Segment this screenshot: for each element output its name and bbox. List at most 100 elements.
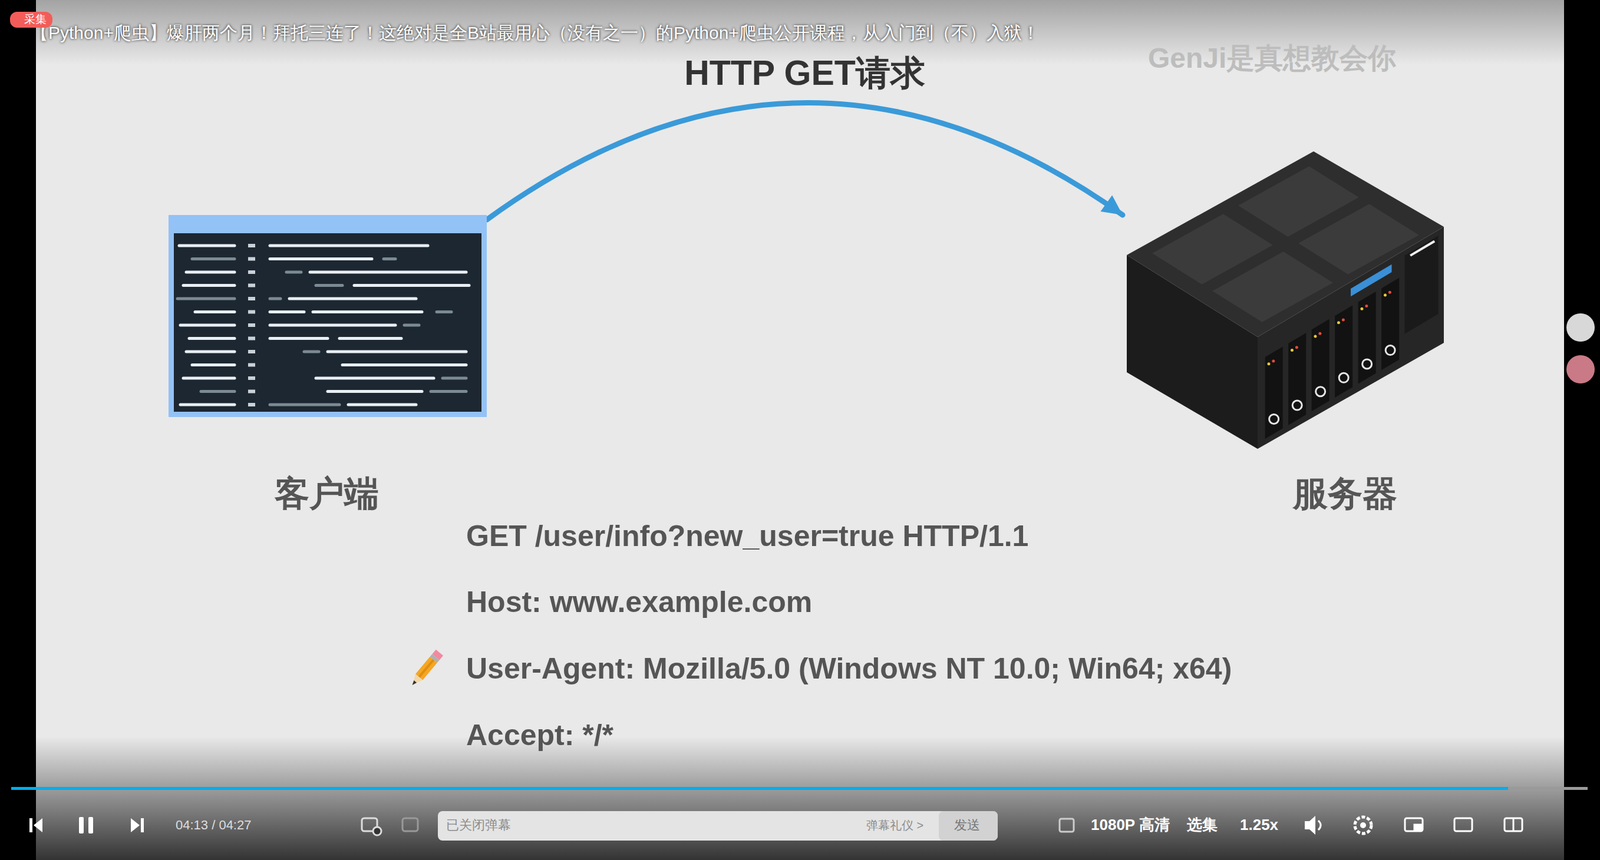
top-panel bbox=[1212, 251, 1334, 323]
code-line bbox=[269, 403, 340, 407]
code-line bbox=[183, 377, 235, 381]
drive-led bbox=[1295, 345, 1299, 349]
server-side bbox=[1126, 255, 1258, 450]
code-line bbox=[269, 310, 305, 314]
code-line bbox=[327, 350, 467, 354]
client-node: 客户端 bbox=[168, 215, 487, 522]
code-line bbox=[189, 337, 235, 341]
code-line bbox=[180, 324, 235, 328]
next-icon bbox=[130, 818, 144, 833]
code-gutter bbox=[248, 350, 256, 354]
panel-mark bbox=[1410, 241, 1435, 256]
code-gutter bbox=[248, 310, 256, 315]
drive-bay bbox=[1311, 319, 1330, 412]
time-display: 04:13 / 04:27 bbox=[175, 817, 252, 834]
code-line bbox=[269, 257, 372, 261]
top-panel bbox=[1238, 166, 1359, 237]
danmaku-input bbox=[437, 811, 998, 841]
server-top bbox=[1126, 151, 1444, 338]
drive-bay bbox=[1265, 347, 1283, 440]
arc-line bbox=[486, 102, 1123, 220]
pause-icon bbox=[78, 817, 94, 834]
drive-bay bbox=[1334, 305, 1353, 398]
request-arrow bbox=[486, 102, 1123, 220]
code-line bbox=[186, 271, 235, 275]
code-gutter bbox=[248, 284, 256, 288]
send-label: 发送 bbox=[954, 817, 981, 834]
code-line bbox=[195, 310, 235, 314]
volume-icon bbox=[1304, 816, 1321, 836]
server-panel bbox=[1404, 235, 1439, 335]
node-label: 服务器 bbox=[1292, 474, 1398, 515]
code-line bbox=[183, 284, 235, 287]
prev-icon bbox=[29, 818, 43, 833]
collect-badge: 采集 bbox=[10, 11, 53, 28]
client-node-illustration bbox=[168, 215, 487, 418]
code-line bbox=[304, 350, 319, 354]
side-button bbox=[1566, 355, 1595, 384]
code-line bbox=[269, 324, 396, 328]
server-node: 服务器 bbox=[1122, 150, 1444, 528]
request-line: User-Agent: Mozilla/5.0 (Windows NT 10.0… bbox=[466, 651, 1232, 687]
settings-icon bbox=[1354, 817, 1372, 834]
code-gutter bbox=[248, 376, 256, 381]
pencil-icon bbox=[408, 650, 444, 689]
video-ground bbox=[35, 0, 1565, 860]
arrow-head bbox=[1100, 195, 1123, 216]
drive-button bbox=[1362, 359, 1372, 369]
code-line bbox=[269, 337, 328, 341]
quality-label: 1080P 高清 bbox=[1090, 816, 1170, 835]
drive-led bbox=[1337, 321, 1341, 325]
drive-led bbox=[1290, 348, 1294, 352]
drive-button bbox=[1292, 400, 1302, 411]
code-gutter bbox=[248, 257, 256, 262]
code-line bbox=[200, 390, 235, 394]
code-line bbox=[180, 403, 235, 407]
code-line bbox=[309, 271, 467, 275]
drive-led bbox=[1383, 293, 1387, 297]
drive-led bbox=[1313, 335, 1317, 339]
code-line bbox=[192, 363, 235, 367]
code-line bbox=[286, 271, 302, 275]
code-line bbox=[192, 257, 235, 261]
drive-led bbox=[1341, 318, 1345, 322]
drive-button bbox=[1338, 373, 1349, 383]
code-line bbox=[327, 390, 422, 394]
quality-icon bbox=[1059, 819, 1074, 833]
window-icons bbox=[1404, 818, 1523, 832]
drive-led bbox=[1318, 332, 1322, 336]
code-gutter bbox=[248, 243, 256, 248]
code-line bbox=[383, 257, 396, 261]
code-screen bbox=[173, 233, 482, 412]
drive-button bbox=[1315, 387, 1326, 397]
code-gutter bbox=[248, 363, 256, 368]
code-line bbox=[442, 377, 467, 381]
code-line bbox=[354, 284, 470, 287]
speed-label: 1.25x bbox=[1239, 816, 1279, 835]
code-line bbox=[177, 297, 235, 301]
drive-button bbox=[1269, 414, 1279, 424]
code-gutter bbox=[248, 403, 256, 407]
danmaku-etiquette: 弹幕礼仪 > bbox=[866, 818, 924, 833]
code-line bbox=[186, 350, 235, 354]
drive-led bbox=[1388, 291, 1392, 295]
code-gutter bbox=[248, 337, 256, 341]
watermark: GenJi是真想教会你 bbox=[1147, 41, 1397, 76]
server-front bbox=[1257, 226, 1444, 450]
code-line bbox=[436, 310, 452, 314]
server-display bbox=[1350, 264, 1392, 297]
episodes-label: 选集 bbox=[1186, 816, 1218, 835]
code-line bbox=[312, 310, 422, 314]
top-panel bbox=[1298, 203, 1420, 275]
code-line bbox=[430, 390, 467, 394]
request-line: Host: www.example.com bbox=[466, 584, 813, 620]
code-line bbox=[342, 363, 467, 367]
bottom-shade bbox=[0, 736, 1600, 860]
drive-led bbox=[1271, 360, 1275, 364]
progress-played bbox=[11, 787, 1509, 791]
code-line bbox=[289, 297, 417, 301]
drive-button bbox=[1385, 345, 1395, 356]
drive-led bbox=[1267, 362, 1270, 366]
